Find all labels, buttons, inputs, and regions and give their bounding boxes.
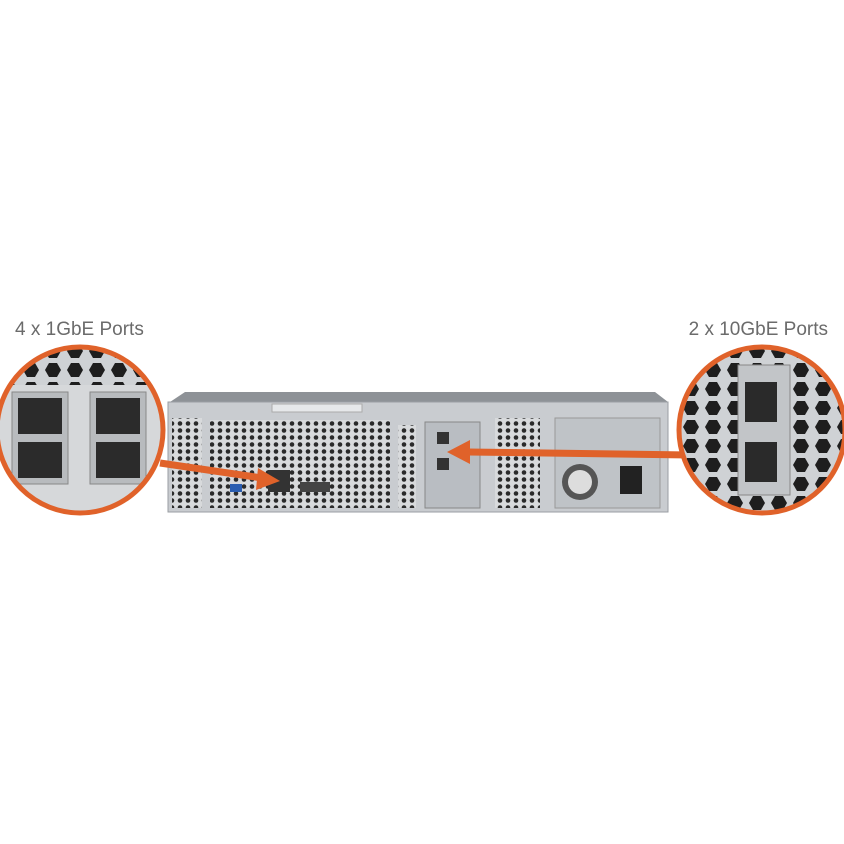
1gbe-ports-zoom-circle <box>0 344 166 516</box>
server-chassis <box>167 392 669 513</box>
10gbe-ports-label: 2 x 10GbE Ports <box>688 319 828 340</box>
10gbe-ports-zoom-circle <box>676 344 844 516</box>
arrow-to-1gbe-ports <box>159 459 280 490</box>
gbe-ports-label: 4 x 1GbE Ports <box>15 319 144 340</box>
arrow-to-10gbe-ports <box>447 440 691 464</box>
